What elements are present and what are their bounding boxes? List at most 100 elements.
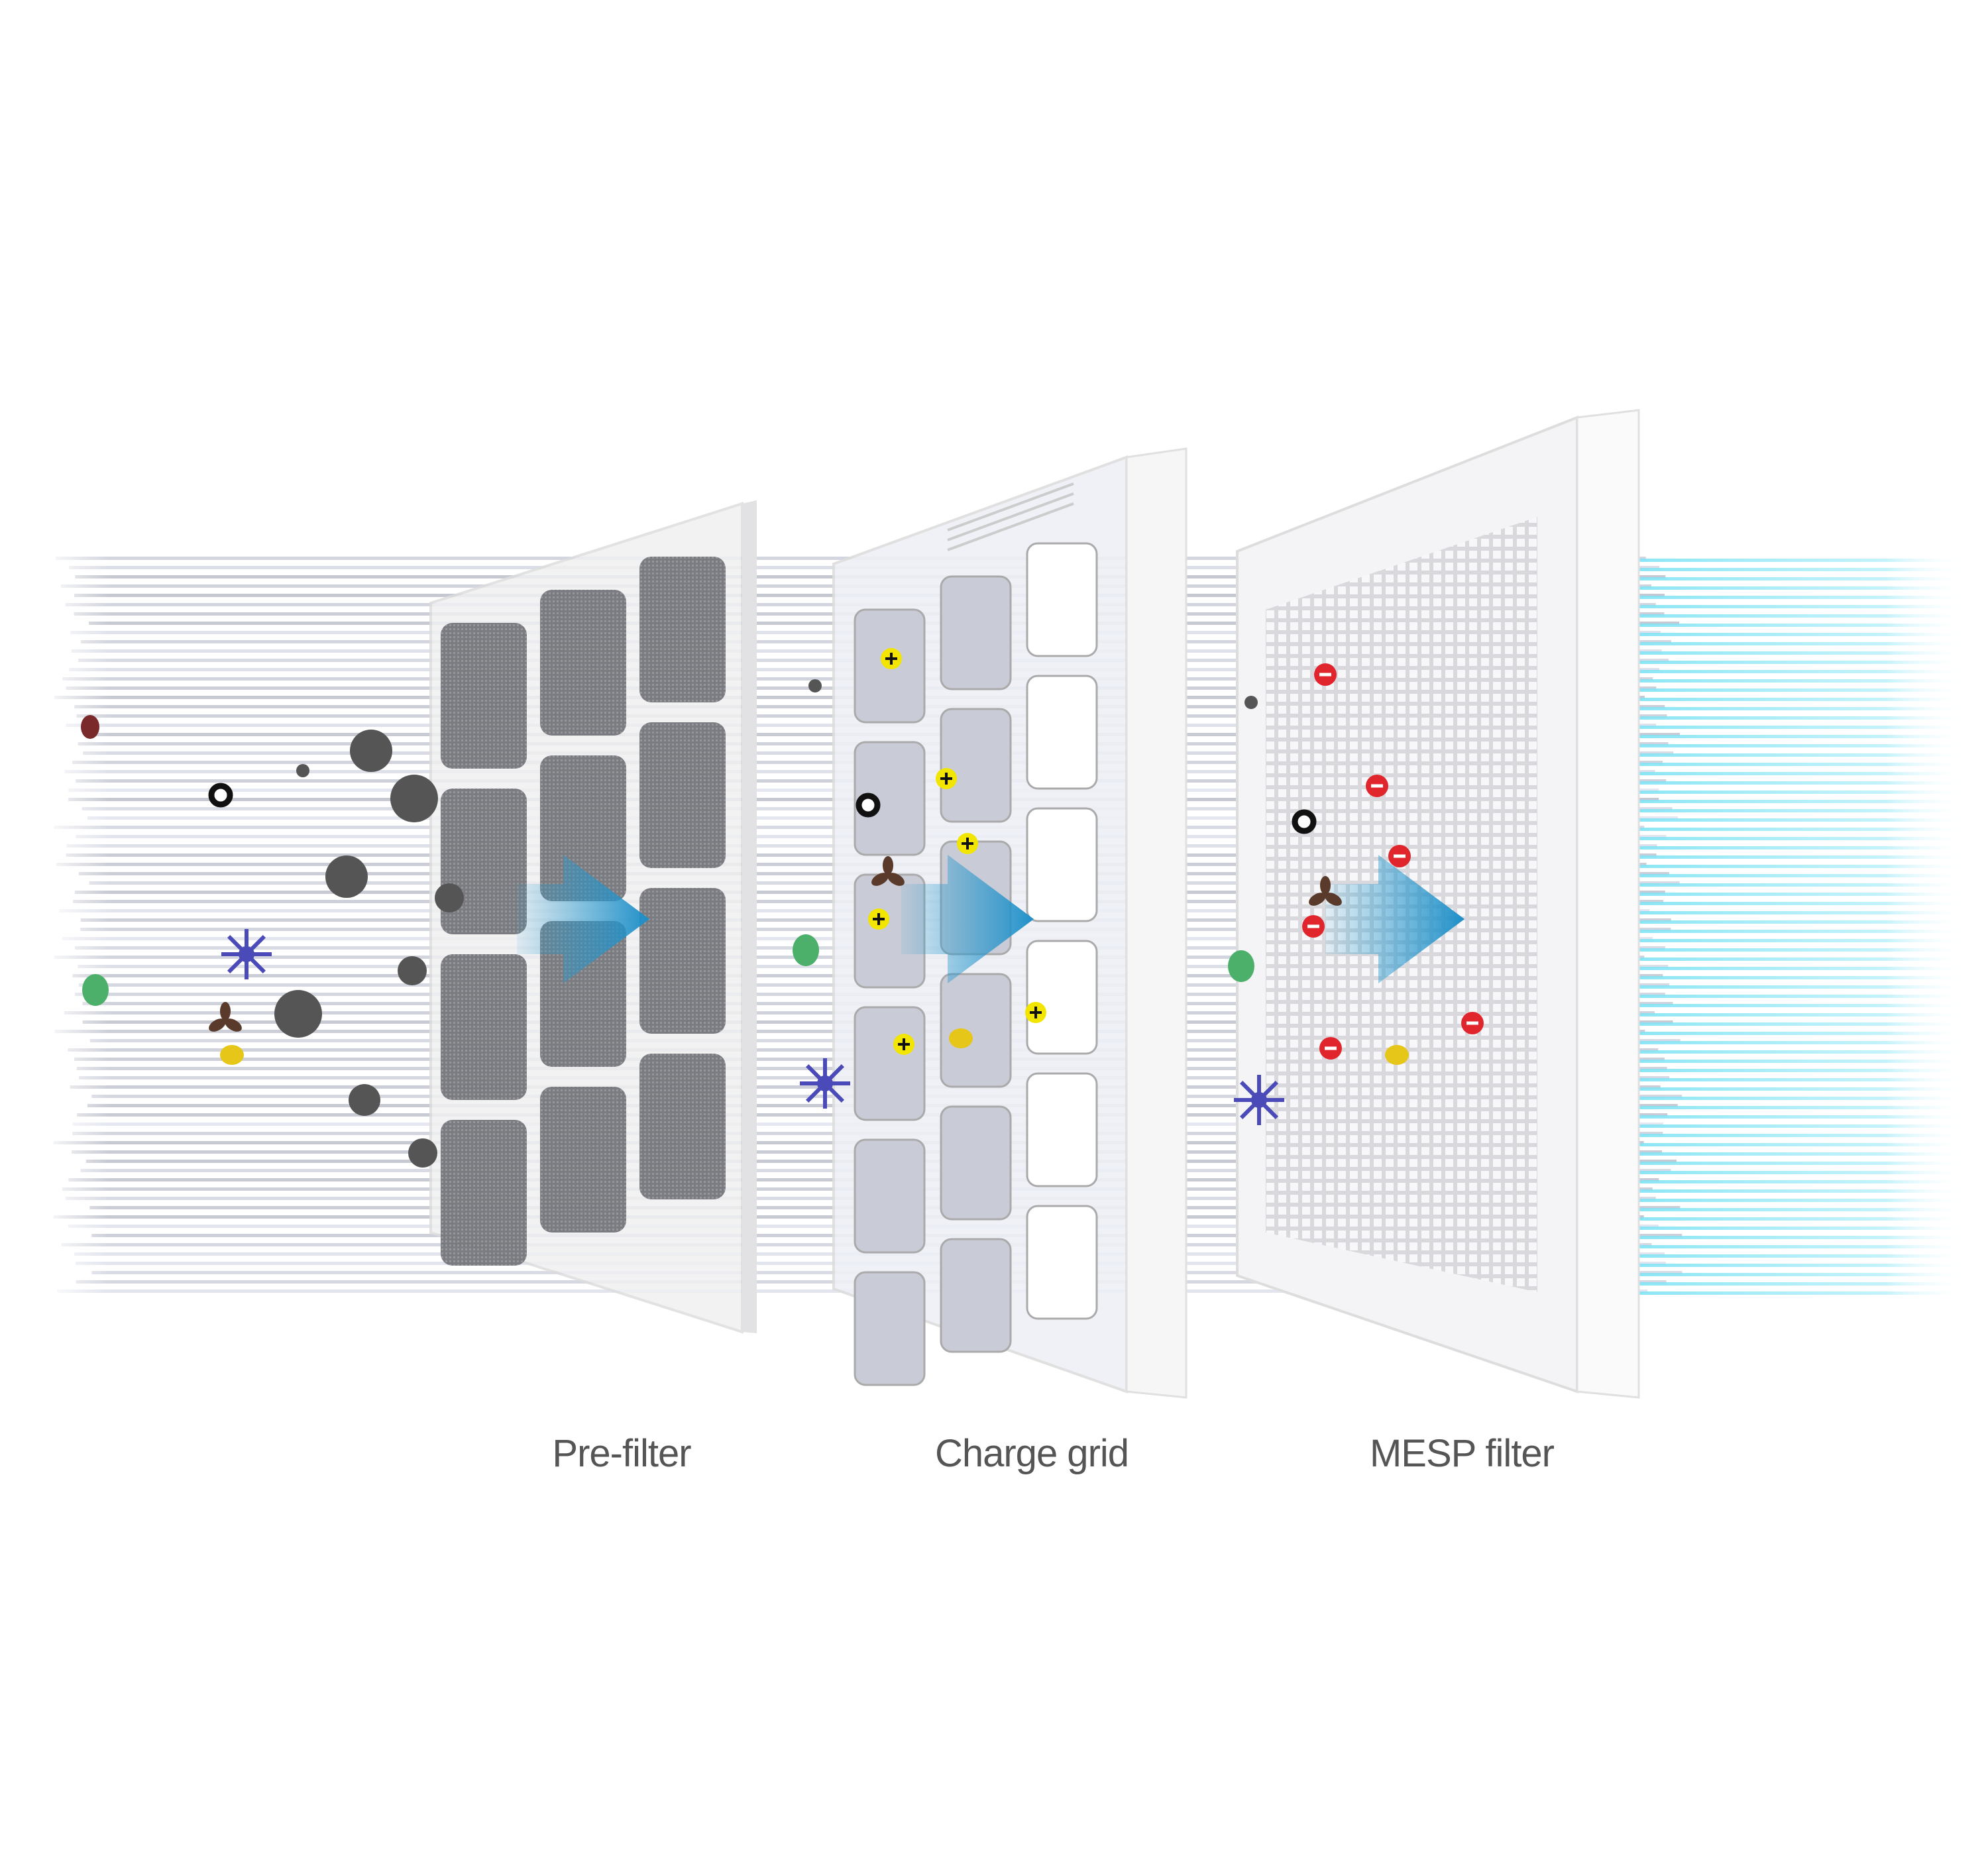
- pollen-particle: [220, 1045, 244, 1065]
- clean-air-streak: [1637, 1152, 1968, 1156]
- pre-filter-screen-cell: [441, 623, 527, 769]
- dust-particle: [1244, 696, 1258, 709]
- clean-air-streak: [1637, 1245, 1968, 1248]
- clean-air-streak: [1637, 670, 1968, 673]
- clean-air-streak: [1637, 995, 1968, 998]
- clean-air-streak: [1637, 967, 1968, 970]
- clean-air-streak: [1637, 1097, 1968, 1100]
- charge-grid-cell: [941, 1239, 1011, 1352]
- pre-filter-screen-cell: [540, 1087, 626, 1233]
- clean-air-streak: [1637, 1264, 1968, 1267]
- pre-filter-screen-cell: [639, 888, 726, 1034]
- dust-particle: [398, 956, 427, 985]
- mite-icon: [221, 929, 272, 979]
- charge-grid-cell: [941, 576, 1011, 689]
- negative-charge-icon: [1388, 845, 1411, 867]
- clean-air-streak: [1637, 679, 1968, 683]
- clean-air-streak: [1637, 1291, 1968, 1295]
- charge-grid-cell: [941, 1107, 1011, 1219]
- clean-air-streak: [1637, 1078, 1968, 1081]
- charge-grid-cell: [1027, 543, 1097, 656]
- dust-particle: [350, 730, 392, 772]
- clean-air-streak: [1637, 874, 1968, 877]
- clean-air-streak: [1637, 1069, 1968, 1072]
- clean-air-streak: [1637, 707, 1968, 710]
- clean-air-streak: [1637, 1162, 1968, 1165]
- clean-air-streak: [1637, 1115, 1968, 1119]
- clean-air-streak: [1637, 809, 1968, 812]
- dust-particle: [274, 990, 322, 1038]
- dust-particle: [435, 883, 464, 912]
- clean-air-streak: [1637, 614, 1968, 618]
- clean-air-streak: [1637, 716, 1968, 720]
- charge-grid-cell: [1027, 1206, 1097, 1319]
- clean-air-streak: [1637, 568, 1968, 571]
- dust-particle: [808, 679, 822, 692]
- stage-label-charge-grid: Charge grid: [935, 1431, 1129, 1476]
- clean-air-streak: [1637, 1041, 1968, 1044]
- clean-air-streak: [1637, 911, 1968, 914]
- positive-charge-icon: [957, 833, 978, 854]
- clean-air-streak: [1637, 1273, 1968, 1276]
- clean-air-streak: [1637, 1032, 1968, 1035]
- pollen-particle: [1385, 1045, 1409, 1065]
- clean-air-streak: [1637, 1189, 1968, 1193]
- clean-air-streak: [1637, 1013, 1968, 1016]
- charge-grid-cell: [855, 1140, 924, 1252]
- clean-air-streak: [1637, 985, 1968, 989]
- pre-filter-screen-cell: [639, 722, 726, 868]
- clean-air-streak: [1637, 633, 1968, 636]
- pre-filter-screen-cell: [441, 954, 527, 1100]
- negative-charge-icon: [1366, 775, 1388, 797]
- clean-air-streak: [1637, 753, 1968, 757]
- mite-body: [239, 946, 254, 962]
- clean-air-streak: [1637, 1022, 1968, 1026]
- charge-grid-cell: [941, 974, 1011, 1087]
- positive-charge-icon: [936, 768, 957, 789]
- mite-body: [1251, 1092, 1267, 1108]
- positive-charge-icon: [1025, 1002, 1046, 1023]
- ring-particle: [211, 786, 230, 804]
- negative-charge-icon: [1319, 1037, 1342, 1060]
- negative-charge-icon: [1302, 915, 1325, 938]
- clean-air-streak: [1637, 1143, 1968, 1146]
- charge-grid-cell: [855, 1007, 924, 1120]
- clean-air-streak: [1637, 651, 1968, 655]
- pre-filter-screen-cell: [639, 1054, 726, 1199]
- positive-charge-icon: [893, 1034, 914, 1055]
- clean-air-streak: [1637, 698, 1968, 701]
- clean-air-streak: [1637, 781, 1968, 785]
- positive-charge-icon: [868, 908, 889, 930]
- ring-particle: [1295, 812, 1313, 831]
- clean-air-streak: [1637, 1134, 1968, 1137]
- spore-lobe: [220, 1002, 231, 1020]
- clean-air-streak: [1637, 726, 1968, 729]
- pollen-particle: [949, 1028, 973, 1048]
- clean-air-streak: [1637, 846, 1968, 850]
- clean-air-streak: [1637, 828, 1968, 831]
- clean-air-streak: [1637, 605, 1968, 608]
- pre-filter-screen-cell: [441, 789, 527, 934]
- clean-air-streak: [1637, 772, 1968, 775]
- charge-grid-cell: [855, 1272, 924, 1385]
- clean-air-streak: [1637, 1004, 1968, 1007]
- clean-air-streak: [1637, 1171, 1968, 1174]
- clean-air-streak: [1637, 661, 1968, 664]
- red-brown-particle: [81, 715, 99, 739]
- spore-lobe: [883, 856, 893, 875]
- clean-air-streak: [1637, 893, 1968, 896]
- clean-air-streak: [1637, 855, 1968, 859]
- clean-air-streak: [1637, 818, 1968, 822]
- clean-air-streak: [1637, 559, 1968, 562]
- clean-air-streak: [1637, 586, 1968, 590]
- clean-air-streak: [1637, 902, 1968, 905]
- clean-air-streak: [1637, 948, 1968, 952]
- clean-air-streak: [1637, 624, 1968, 627]
- charge-grid-cell: [941, 709, 1011, 822]
- clean-air-streak: [1637, 1060, 1968, 1063]
- dust-particle: [408, 1138, 437, 1168]
- stage-label-mesp-filter: MESP filter: [1370, 1431, 1554, 1476]
- clean-air-streak: [1637, 596, 1968, 599]
- clean-air-streak: [1637, 865, 1968, 868]
